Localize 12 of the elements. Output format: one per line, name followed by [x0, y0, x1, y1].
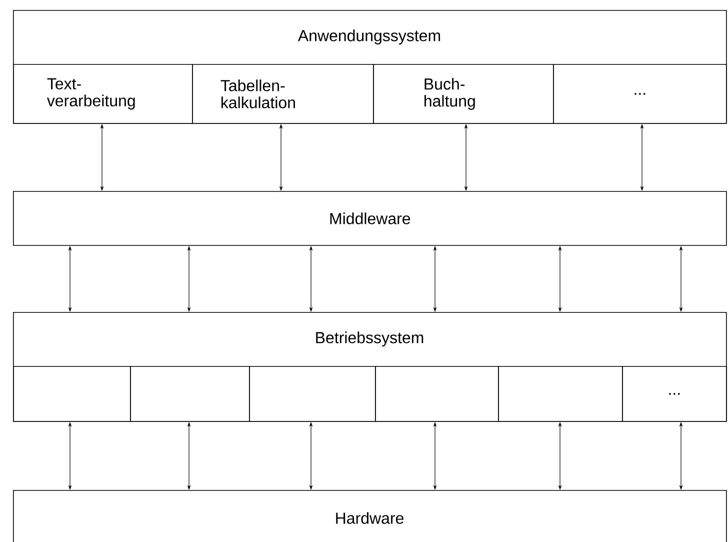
cell-box	[130, 366, 250, 422]
cell-box: Text- verarbeitung	[13, 64, 193, 124]
cell-box	[13, 366, 131, 422]
cell-box: ...	[622, 366, 727, 422]
cell-box	[375, 366, 499, 422]
layer-box: Middleware	[13, 191, 727, 246]
cell-box	[249, 366, 376, 422]
cell-box: ...	[553, 64, 727, 124]
layer-box: Hardware	[13, 490, 727, 542]
cell-box: Tabellen- kalkulation	[192, 64, 374, 124]
cell-box	[498, 366, 623, 422]
cell-box: Buch- haltung	[373, 64, 554, 124]
